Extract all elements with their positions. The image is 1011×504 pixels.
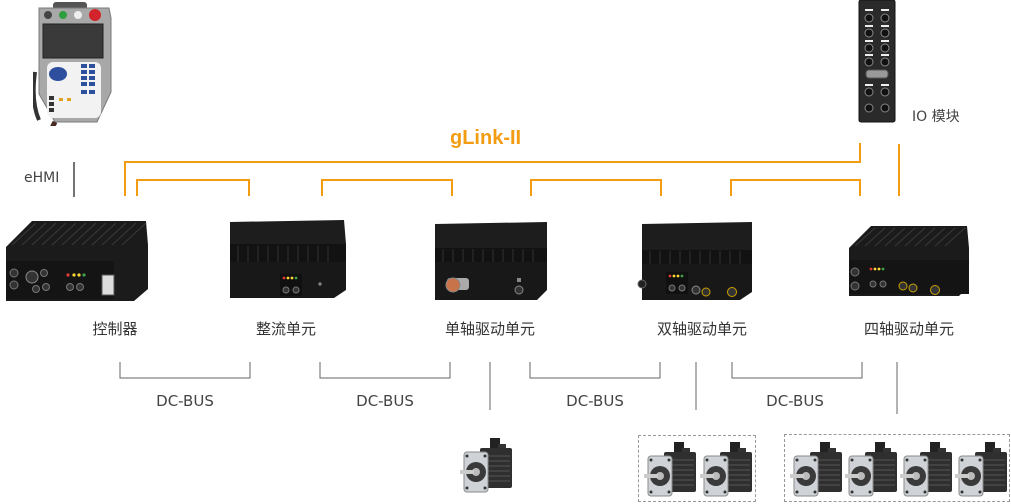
dcbus-bracket-2 [319, 362, 451, 379]
glink-bracket-2 [321, 179, 453, 196]
glink-bracket-3 [530, 179, 662, 196]
dcbus-bracket-4 [731, 362, 863, 379]
glink-bracket-4 [730, 179, 861, 196]
single-axis-drive-image [433, 218, 549, 302]
rectifier-unit-label: 整流单元 [255, 320, 317, 338]
dcbus-label-3: DC-BUS [566, 392, 624, 410]
servo-motor-quad-4 [955, 440, 1011, 500]
dcbus-label-1: DC-BUS [156, 392, 214, 410]
ehmi-label: eHMI [24, 170, 60, 186]
servo-motor-quad-3 [900, 440, 958, 500]
quad-axis-drive-image [843, 222, 971, 298]
glink-bracket-1 [136, 179, 250, 196]
io-module-label: IO 模块 [912, 109, 960, 125]
glink-label: gLink-II [450, 127, 522, 149]
single-axis-drive-label: 单轴驱动单元 [444, 320, 536, 338]
servo-motor-single [460, 436, 518, 496]
dcbus-label-2: DC-BUS [356, 392, 414, 410]
glink-main-line [124, 143, 861, 196]
servo-motor-quad-1 [790, 440, 848, 500]
servo-motor-dual-2 [700, 440, 758, 500]
dual-axis-drive-image [636, 218, 756, 302]
servo-motor-quad-2 [845, 440, 903, 500]
dcbus-bracket-1 [119, 362, 251, 379]
teach-pendant-image [31, 2, 115, 140]
controller-image [2, 217, 150, 302]
dcbus-bracket-3 [529, 362, 661, 379]
controller-label: 控制器 [92, 320, 138, 338]
rectifier-unit-image [228, 218, 348, 300]
dcbus-label-4: DC-BUS [766, 392, 824, 410]
dual-axis-drive-label: 双轴驱动单元 [656, 320, 748, 338]
servo-motor-dual-1 [644, 440, 702, 500]
io-module-image [857, 0, 897, 124]
quad-axis-drive-label: 四轴驱动单元 [863, 320, 955, 338]
